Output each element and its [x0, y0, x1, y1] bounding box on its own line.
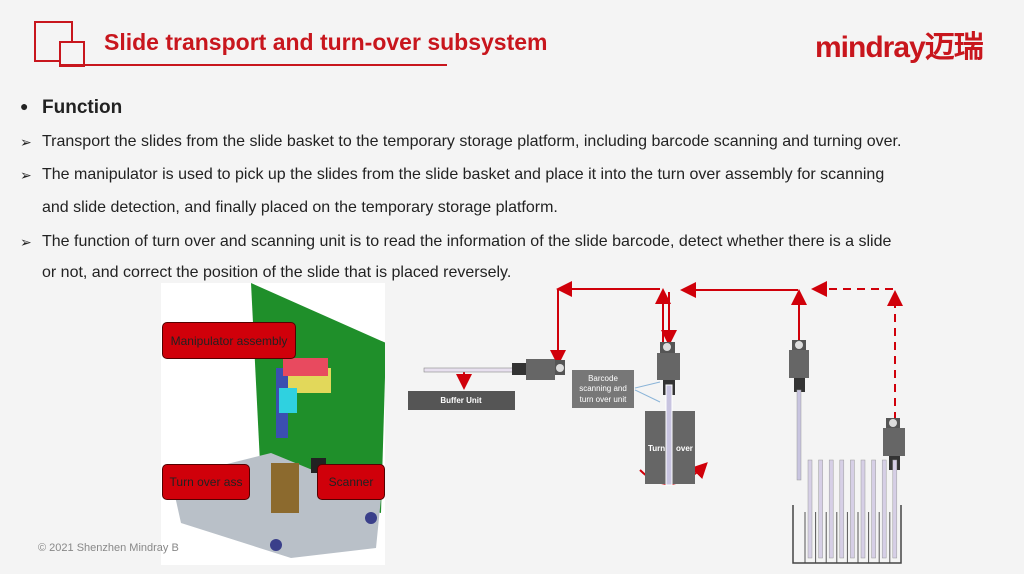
buffer-unit-box [408, 391, 515, 410]
callout-manipulator: Manipulator assembly [162, 322, 296, 359]
callout-scanner: Scanner [317, 464, 385, 500]
section-heading: Function [42, 97, 123, 118]
bullet-text: The manipulator is used to pick up the s… [42, 166, 885, 183]
basket-slide [871, 459, 876, 559]
arrow-bullet-icon: ➢ [20, 234, 32, 250]
page-title: Slide transport and turn-over subsystem [104, 29, 548, 55]
over-label: over [676, 444, 693, 453]
dot-bullet-icon: ● [20, 98, 29, 114]
basket-slide [818, 459, 823, 559]
basket-slide [860, 459, 866, 559]
basket-slide [839, 459, 845, 559]
basket-slide [807, 459, 813, 559]
arrow-bullet-icon: ➢ [20, 134, 32, 150]
bullet-text: The function of turn over and scanning u… [42, 233, 892, 250]
header-frame-icon [34, 21, 447, 67]
basket-slide [892, 459, 898, 559]
bullet-text: or not, and correct the position of the … [42, 264, 512, 281]
bullet-text: Transport the slides from the slide bask… [42, 133, 902, 150]
scan-unit-label: turn over unit [580, 395, 627, 404]
bullet-text: and slide detection, and finally placed … [42, 199, 558, 216]
arrow-bullet-icon: ➢ [20, 167, 32, 183]
basket-slide [881, 459, 887, 559]
scan-unit-label-box [572, 370, 634, 408]
buffer-unit-label: Buffer Unit [440, 396, 482, 405]
turn-label: Turn [648, 444, 665, 453]
basket-slide [850, 459, 855, 559]
callout-turnover: Turn over ass [162, 464, 250, 500]
basket-slide [828, 459, 834, 559]
scan-unit-label: scanning and [579, 384, 627, 393]
copyright: © 2021 Shenzhen Mindray B [38, 542, 179, 554]
mindray-logo: mindray迈瑞 [815, 31, 984, 64]
scan-unit-label: Barcode [588, 374, 618, 383]
